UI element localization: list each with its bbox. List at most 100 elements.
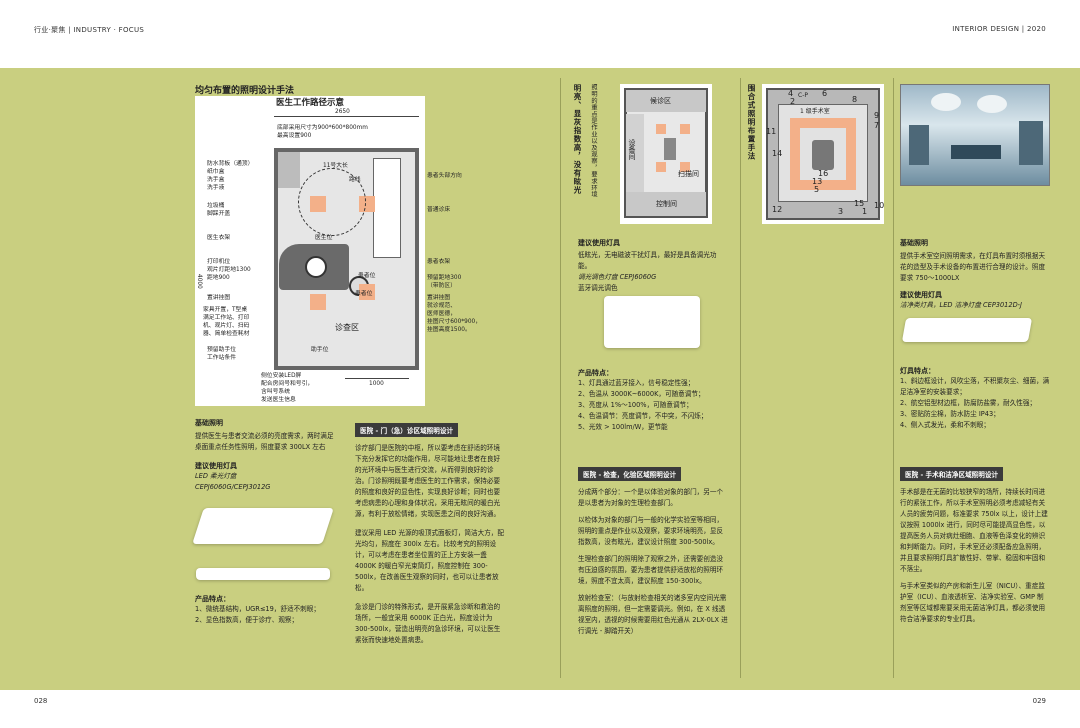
led-note: 侧位安装LED屏 配合房间号和号引， 含叫号系统 发送医生信息 xyxy=(261,373,314,403)
section-tag: 医院 - 门（急）诊区域照明设计 xyxy=(355,423,459,437)
page-number-right: 029 xyxy=(1032,697,1046,705)
section-tag: 医院 - 检查，化验区域照明设计 xyxy=(578,467,682,481)
right-col-5-features: 灯具特点： 1、斜边框设计，风吹尘落，不积聚灰尘、细菌，满足洁净室的安装要求； … xyxy=(900,366,1050,431)
scan-label: 扫描间 xyxy=(678,170,699,178)
num-6: 6 xyxy=(822,89,828,98)
led-panel-image-2 xyxy=(196,568,330,580)
paragraph-2: 与手术室类似的产房和新生儿室（NICU）、重症监护室（ICU）、血液透析室、洁净… xyxy=(900,582,1046,623)
patient-label-2: 患者位 xyxy=(355,291,373,297)
equipment-label: 设备间 xyxy=(628,139,636,160)
num-2: 2 xyxy=(790,97,796,106)
fixture-text: 洁净类灯具，LED 洁净灯盘 CEP3012D-J xyxy=(900,301,1022,309)
walk-path xyxy=(298,168,366,236)
page-footer xyxy=(0,690,1080,728)
basic-text: 提供手术室空间照明需求，在灯具布置时须根据天花的造型及手术设备的布置进行合理的设… xyxy=(900,252,1046,282)
section-tag: 医院 - 手术和洁净区域照明设计 xyxy=(900,467,1004,481)
dimension-line xyxy=(274,116,419,117)
feature-1: 1、斜边框设计，风吹尘落，不积聚灰尘、细菌，满足洁净室的安装要求； xyxy=(900,377,1050,396)
divider xyxy=(740,78,741,678)
ceiling-light xyxy=(656,162,666,172)
dimension-top: 2650 xyxy=(335,109,350,115)
assist-label: 预留助手位 工作站条件 xyxy=(207,347,236,361)
feature-2: 2、显色指数高，便于诊疗、观察； xyxy=(195,616,299,624)
doctor-figure xyxy=(305,256,327,278)
vertical-text: 照明的重点是作业以及观察，要求环境 xyxy=(590,84,597,198)
sink-label: 防水背板（通顶） 纸巾盒 洗手盒 洗手液 xyxy=(207,161,254,191)
fixture-2: CEPJ6060G/CEPJ3012G xyxy=(195,483,271,491)
num-7: 7 xyxy=(874,121,880,130)
operating-table xyxy=(812,140,834,170)
reserve-label: 预留距地300 （带防区） xyxy=(427,275,462,289)
dimension-line xyxy=(345,378,409,379)
led-panel-image xyxy=(604,296,700,348)
operating-table xyxy=(951,145,1001,159)
feature-heading: 灯具特点： xyxy=(900,367,935,375)
patient-coat-label: 患者衣架 xyxy=(427,259,451,265)
fixture-1: LED 柔光灯盘 xyxy=(195,472,237,480)
dimension-left: 4000 xyxy=(196,274,202,289)
surgical-lamp xyxy=(977,95,1007,113)
num-16: 16 xyxy=(818,169,829,178)
basic-heading: 基础照明 xyxy=(900,239,928,247)
paragraph-1: 分成两个部分：一个是以体验对象的部门，另一个是以患者为对象的生理检查部门。 xyxy=(578,488,724,507)
vertical-title: 明亮、显灰指数高，没有眩光 xyxy=(573,84,582,195)
paragraph-2: 以检体为对象的部门与一般的化学实验室等相同，照明的重点是作业以及观察，要求环境明… xyxy=(578,516,724,546)
divider xyxy=(893,78,894,678)
helper-label: 助手位 xyxy=(311,347,329,353)
waiting-area xyxy=(626,90,706,112)
led-panel-image xyxy=(901,318,1033,342)
num-12: 12 xyxy=(772,205,783,214)
basic-text: 提供医生与患者交流必须的亮度需求，两时满足桌面重点任务性照明，照度要求 300L… xyxy=(195,432,334,451)
num-1: 1 xyxy=(862,207,868,216)
door-label: 患者头部方向 xyxy=(427,173,462,179)
page-header: 行业·聚焦 | INDUSTRY · FOCUS INTERIOR DESIGN… xyxy=(0,0,1080,68)
ceiling-light xyxy=(680,162,690,172)
num-10: 10 xyxy=(874,201,885,210)
feature-2: 2、色温从 3000K~6000K，可随意调节； xyxy=(578,390,705,398)
num-4: 4 xyxy=(788,89,794,98)
control-room xyxy=(626,192,706,216)
paragraph-3: 急诊是门诊的特殊形式，是开展紧急诊断和救治的场所，一般宜采用 6000K 正白光… xyxy=(355,603,501,644)
right-col-5-text: 医院 - 手术和洁净区域照明设计 手术部是在无菌的比较狭窄的场所，持续长时间进行… xyxy=(900,462,1050,625)
header-right: INTERIOR DESIGN | 2020 xyxy=(952,25,1046,33)
bed-label: 普通诊床 xyxy=(427,207,451,213)
workflow-diagram: 医生工作路径示意 2650 底部采用尺寸为900*600*800mm 最高设置9… xyxy=(195,96,481,406)
fixture-heading: 建议使用灯具 xyxy=(578,239,620,247)
or-floor-plan: 1 级手术室 C-P 4 2 6 8 9 7 11 14 16 13 5 12 … xyxy=(762,84,884,224)
ct-floor-plan: 候诊区 设备间 扫描间 控制间 xyxy=(620,84,712,224)
paragraph-4: 放射检查室：（与放射检查相关的诸多室内空间光需离照度的照明，但一定需要调光。例如… xyxy=(578,594,728,635)
ceiling-light xyxy=(656,124,666,134)
light-band xyxy=(846,118,856,190)
diagram-title: 医生工作路径示意 xyxy=(275,98,344,108)
operating-room-photo xyxy=(900,84,1050,186)
vertical-title: 围合式照明布置手法 xyxy=(747,84,756,161)
right-col-5: 基础照明 提供手术室空间照明需求，在灯具布置时须根据天花的造型及手术设备的布置进… xyxy=(900,238,1050,311)
walk-label: 11号大长 xyxy=(323,163,348,169)
led-panel-image xyxy=(192,508,334,544)
light-band xyxy=(790,180,856,190)
fixture-text: 低眩光，无电磁波干扰灯具，最好是具备调光功能。 xyxy=(578,251,717,270)
fixture-heading: 建议使用灯具 xyxy=(195,462,237,470)
header-left: 行业·聚焦 | INDUSTRY · FOCUS xyxy=(34,26,145,34)
dimension-bottom: 1000 xyxy=(369,381,384,387)
feature-2: 2、航空铝型材边框，防腐防盐雾，耐久性强； xyxy=(900,399,1037,407)
basic-heading: 基础照明 xyxy=(195,419,223,427)
page-number-left: 028 xyxy=(34,697,48,705)
num-8: 8 xyxy=(852,95,858,104)
feature-1: 1、灯具通过蓝牙接入，信号稳定性强； xyxy=(578,379,695,387)
patient-label: 患者位 xyxy=(358,273,376,279)
num-11: 11 xyxy=(766,127,777,136)
printer-label: 打印机位 观片灯距地1300 距地900 xyxy=(207,259,251,281)
doctor-label: 医生位 xyxy=(315,235,333,241)
paragraph-1: 诊疗部门是医院的中枢，所以要考虑在舒适的环境下充分发挥它的功能作用，尽可能地让患… xyxy=(355,444,501,518)
ceiling-light xyxy=(680,124,690,134)
left-col-1: 基础照明 提供医生与患者交流必须的亮度需求，两时满足桌面重点任务性照明，照度要求… xyxy=(195,418,335,493)
fixture-model-2: 蓝牙调光调色 xyxy=(578,284,618,292)
right-col-3: 建议使用灯具 低眩光，无电磁波干扰灯具，最好是具备调光功能。 调光调色灯盘 CE… xyxy=(578,238,728,294)
right-col-3-text: 医院 - 检查，化验区域照明设计 分成两个部分：一个是以体验对象的部门，另一个是… xyxy=(578,462,728,637)
ct-scanner xyxy=(664,138,676,160)
num-9: 9 xyxy=(874,111,880,120)
feature-5: 5、光效 > 100lm/W，更节能 xyxy=(578,423,668,431)
room-label: 诊查区 xyxy=(335,323,359,332)
paragraph-2: 建议采用 LED 光源的吸顶式面板灯，简洁大方，配光均匀，照度在 300lx 左… xyxy=(355,529,504,592)
